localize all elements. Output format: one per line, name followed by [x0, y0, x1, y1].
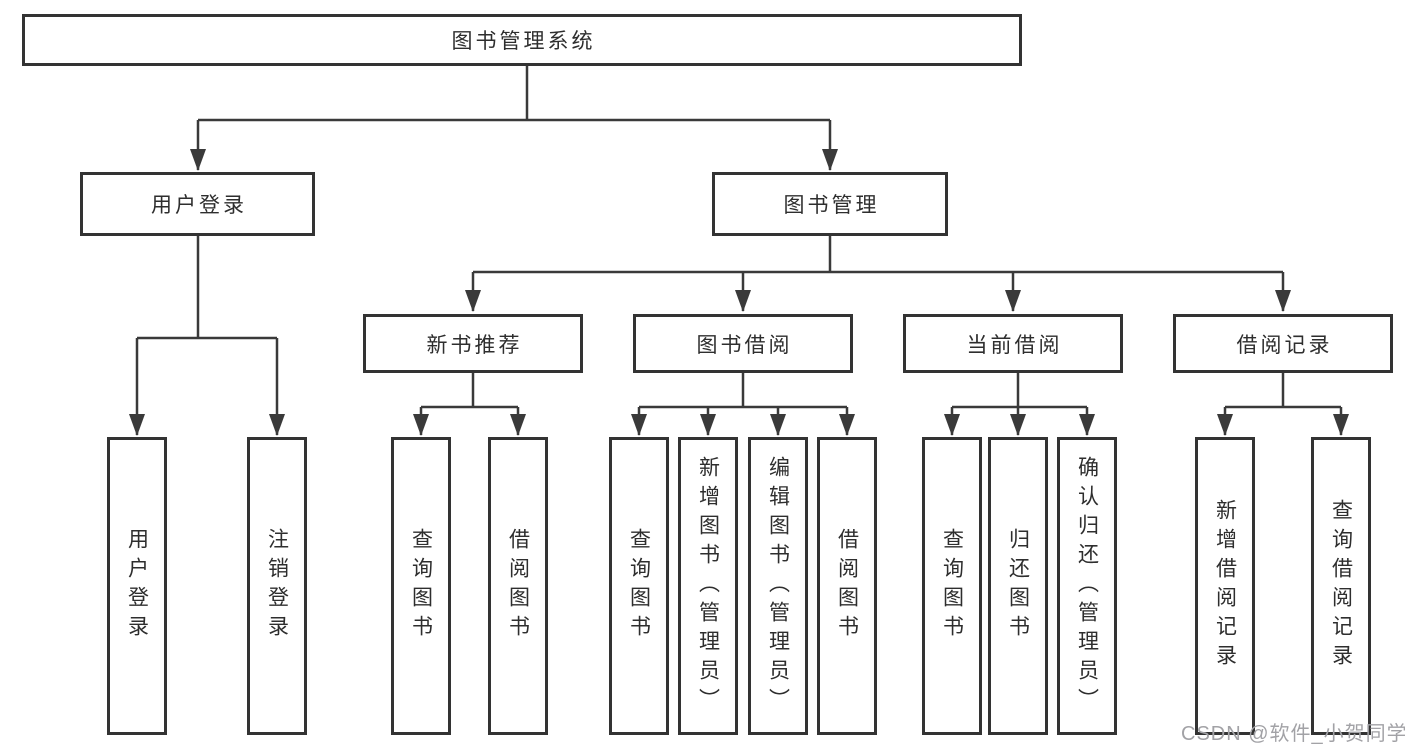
node-label: 用户登录 — [125, 528, 149, 644]
node-logout: 注销登录 — [247, 437, 307, 735]
node-label: 查询图书 — [940, 528, 964, 644]
node-label: 查询图书 — [627, 528, 651, 644]
node-current-query-books: 查询图书 — [922, 437, 982, 735]
node-borrowing-borrow-books: 借阅图书 — [817, 437, 877, 735]
node-label: 注销登录 — [265, 528, 289, 644]
node-label: 确认归还（管理员） — [1075, 455, 1099, 717]
node-library-management-system: 图书管理系统 — [22, 14, 1022, 66]
node-book-management: 图书管理 — [712, 172, 948, 236]
node-recommend-query-books: 查询图书 — [391, 437, 451, 735]
node-recommend-borrow-books: 借阅图书 — [488, 437, 548, 735]
node-label: 新书推荐 — [426, 333, 523, 357]
node-borrowing-edit-books-admin: 编辑图书（管理员） — [748, 437, 808, 735]
node-label: 编辑图书（管理员） — [766, 455, 790, 717]
node-current-confirm-return-admin: 确认归还（管理员） — [1057, 437, 1117, 735]
node-book-borrowing: 图书借阅 — [633, 314, 853, 373]
node-label: 图书管理 — [783, 194, 880, 217]
node-label: 查询借阅记录 — [1329, 499, 1353, 673]
node-records-add-record: 新增借阅记录 — [1195, 437, 1255, 735]
node-borrowing-add-books-admin: 新增图书（管理员） — [678, 437, 738, 735]
node-borrowing-records: 借阅记录 — [1173, 314, 1393, 373]
node-label: 借阅图书 — [506, 528, 530, 644]
node-user-login-branch: 用户登录 — [80, 172, 315, 236]
node-records-query-record: 查询借阅记录 — [1311, 437, 1371, 735]
node-label: 当前借阅 — [966, 333, 1063, 357]
node-label: 新增借阅记录 — [1213, 499, 1237, 673]
node-label: 归还图书 — [1006, 528, 1030, 644]
node-label: 用户登录 — [151, 194, 247, 217]
node-label: 查询图书 — [409, 528, 433, 644]
csdn-watermark: CSDN @软件_小贺同学 — [1181, 723, 1405, 745]
node-new-book-recommendation: 新书推荐 — [363, 314, 583, 373]
node-label: 借阅图书 — [835, 528, 859, 644]
node-borrowing-query-books: 查询图书 — [609, 437, 669, 735]
node-label: 图书借阅 — [696, 333, 793, 357]
node-label: 图书管理系统 — [451, 30, 596, 53]
node-user-login-leaf: 用户登录 — [107, 437, 167, 735]
node-current-return-books: 归还图书 — [988, 437, 1048, 735]
node-label: 新增图书（管理员） — [696, 455, 720, 717]
node-label: 借阅记录 — [1236, 333, 1333, 357]
node-current-borrowing: 当前借阅 — [903, 314, 1123, 373]
